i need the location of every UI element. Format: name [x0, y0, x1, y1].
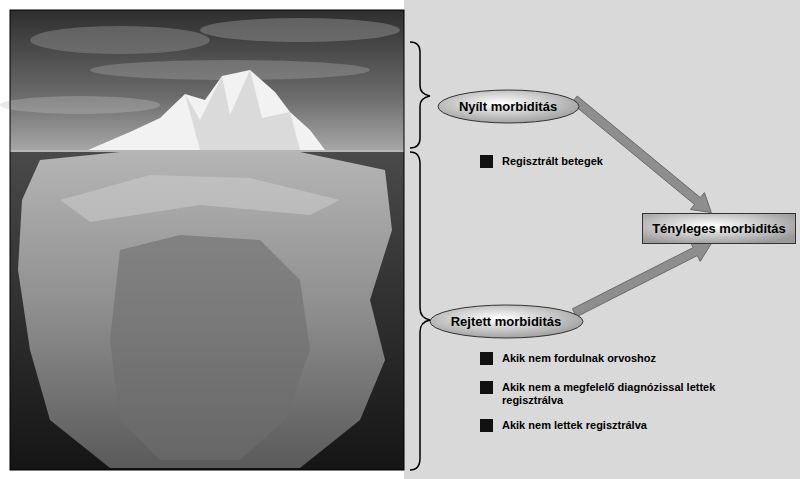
bullet-square — [480, 155, 493, 168]
node-label: Rejtett morbiditás — [451, 314, 562, 329]
connector-arrow — [571, 96, 711, 213]
result-box: Tényleges morbiditás — [642, 213, 796, 244]
bullet-square — [480, 352, 493, 365]
bullet-text: Akik nem a megfelelő diagnózissal lettek… — [502, 381, 747, 407]
bullet-square — [480, 419, 493, 432]
bracket — [410, 42, 430, 148]
node-label: Nyílt morbiditás — [459, 99, 557, 114]
bullet-text: Akik nem lettek regisztrálva — [502, 419, 762, 432]
ellipse-node: Nyílt morbiditás — [437, 89, 580, 124]
connector-arrow — [572, 242, 711, 317]
ellipse-node: Rejtett morbiditás — [429, 304, 584, 339]
bullet-text: Regisztrált betegek — [502, 155, 702, 168]
bullet-text: Akik nem fordulnak orvoshoz — [502, 352, 762, 365]
node-label: Tényleges morbiditás — [652, 221, 786, 236]
bullet-square — [480, 381, 493, 394]
bracket — [410, 152, 430, 470]
